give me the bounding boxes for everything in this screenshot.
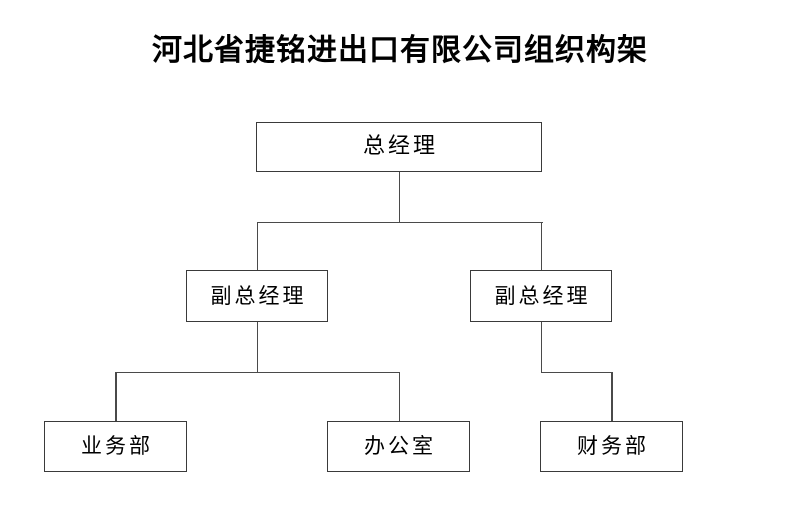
org-node-label-office-department: 办公室 (364, 434, 436, 458)
connector-vp-left-stem (256, 322, 259, 372)
org-node-label-deputy-right: 副总经理 (494, 283, 591, 308)
org-node-deputy-general-manager-left[interactable]: 副总经理 (186, 270, 328, 322)
connector-vp-left-to-business-dept (115, 371, 117, 422)
connector-ceo-to-vp-right (540, 221, 543, 271)
org-node-finance-department[interactable]: 财务部 (540, 421, 683, 472)
page-title: 河北省捷铭进出口有限公司组织构架 (152, 33, 648, 68)
connector-vp-right-stem (540, 322, 543, 372)
connector-vp-right-to-finance-dept (611, 371, 613, 422)
org-node-business-department[interactable]: 业务部 (44, 421, 187, 472)
org-node-label-finance-department: 财务部 (577, 434, 649, 458)
connector-vp-right-jog-bar (540, 371, 613, 374)
org-node-deputy-general-manager-right[interactable]: 副总经理 (470, 270, 612, 322)
org-node-general-manager[interactable]: 总经理 (256, 122, 542, 172)
connector-ceo-stem (398, 172, 401, 223)
org-node-label-deputy-left: 副总经理 (210, 283, 307, 308)
org-node-office-department[interactable]: 办公室 (327, 421, 470, 472)
org-node-label-business-department: 业务部 (81, 434, 153, 458)
connector-ceo-to-vp-left (256, 221, 259, 271)
connector-vp-left-distribution-bar (115, 371, 400, 374)
connector-vp-left-to-office-dept (398, 371, 401, 422)
connector-ceo-distribution-bar (256, 221, 543, 224)
org-node-label-general-manager: 总经理 (362, 134, 438, 159)
